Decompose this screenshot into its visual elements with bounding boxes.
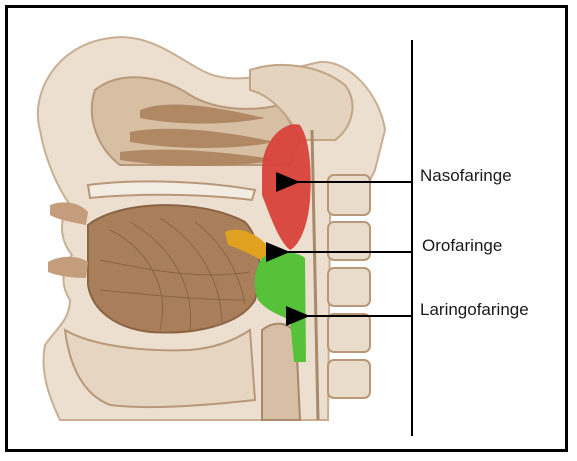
label-laryngopharynx: Laringofaringe <box>420 300 529 320</box>
label-oropharynx: Orofaringe <box>422 236 502 256</box>
cervical-vertebrae <box>328 175 370 398</box>
label-nasopharynx: Nasofaringe <box>420 166 512 186</box>
lower-lip <box>48 257 88 278</box>
